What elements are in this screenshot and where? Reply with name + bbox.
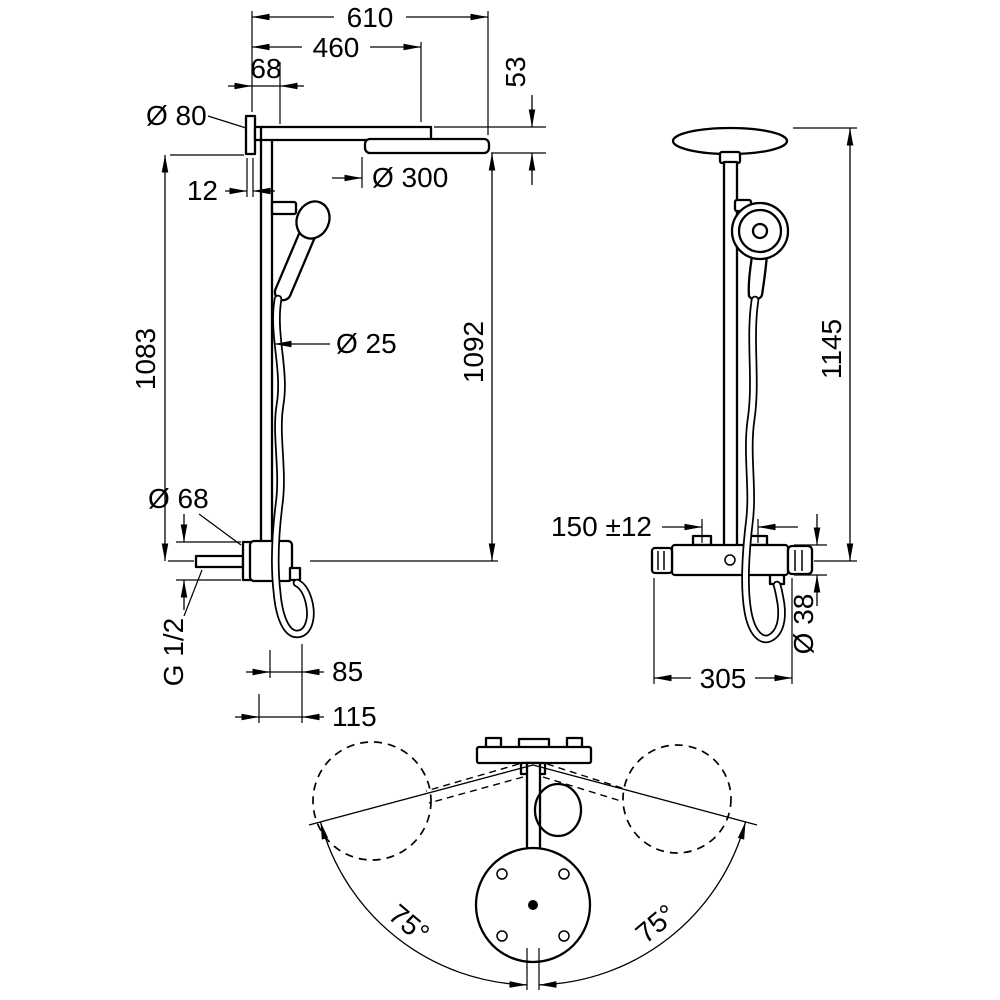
arm-top-view — [525, 761, 542, 857]
head-center — [528, 900, 538, 910]
handshower-face-inner — [737, 208, 783, 254]
front-view: 1145 150 ±12 Ø 38 305 — [551, 126, 857, 694]
dia-38-label: Ø 38 — [788, 594, 819, 655]
wall-bracket-top — [475, 745, 593, 765]
thread-g12: G 1/2 — [158, 569, 203, 686]
dim-1092-label: 1092 — [458, 321, 489, 383]
dim-150-label: 150 ±12 — [551, 511, 652, 542]
dim-12-label: 12 — [187, 175, 218, 206]
handshower-face-center — [751, 222, 769, 240]
dim-85: 85 — [246, 644, 363, 723]
dia-300: Ø 300 — [332, 157, 448, 193]
dia-25: Ø 25 — [274, 328, 397, 359]
shower-arm — [259, 125, 433, 142]
dia-300-label: Ø 300 — [372, 162, 448, 193]
thermostat-body — [670, 543, 790, 577]
dim-12: 12 — [187, 158, 275, 206]
dim-460-label: 460 — [313, 32, 360, 63]
swivel-position-left — [312, 741, 432, 861]
dim-1083-label: 1083 — [130, 328, 161, 390]
dim-68-label: 68 — [250, 53, 281, 84]
dim-115: 115 — [235, 694, 377, 732]
angle-right-label: 75° — [630, 898, 682, 949]
handshower-handle-front — [747, 252, 769, 301]
handshower-face-outer — [730, 201, 790, 261]
front-view-drawing — [650, 126, 814, 644]
side-view: 610 460 68 Ø 80 53 — [130, 2, 546, 732]
dia-80: Ø 80 — [146, 100, 247, 131]
dim-68: 68 — [228, 53, 304, 124]
dia-25-label: Ø 25 — [336, 328, 397, 359]
overhead-shower-front — [671, 126, 789, 156]
dim-1083: 1083 — [130, 154, 244, 562]
dim-1145-label: 1145 — [816, 319, 847, 379]
dim-460: 460 — [252, 32, 422, 122]
arm-joint — [533, 782, 583, 838]
dim-150: 150 ±12 — [551, 511, 798, 543]
dia-38: Ø 38 — [788, 514, 827, 654]
dim-305: 305 — [653, 578, 793, 694]
dim-53-label: 53 — [500, 56, 531, 87]
supply-pipe — [194, 554, 245, 569]
dim-53: 53 — [434, 56, 546, 185]
dia-80-label: Ø 80 — [146, 100, 207, 131]
top-view: 75° 75° — [308, 736, 758, 990]
dim-85-label: 85 — [332, 656, 363, 687]
valve-button — [724, 554, 736, 566]
dim-610: 610 — [251, 2, 489, 135]
thermostat-handle-right — [786, 544, 814, 576]
valve-body-side — [248, 539, 294, 583]
dim-305-label: 305 — [700, 663, 747, 694]
dim-610-label: 610 — [347, 2, 394, 33]
dim-115-label: 115 — [332, 701, 377, 732]
riser-pipe — [259, 136, 274, 547]
dia-68-label: Ø 68 — [148, 483, 209, 514]
thermostat-handle-left — [650, 546, 674, 575]
hose-outlet — [288, 566, 302, 582]
swivel-position-right — [622, 744, 732, 854]
overhead-shower — [363, 137, 491, 155]
wall-escutcheon-top — [244, 114, 257, 156]
dia-68: Ø 68 — [148, 483, 242, 610]
angle-left-label: 75° — [383, 898, 435, 949]
handshower-holder — [270, 200, 298, 216]
side-view-drawing — [194, 114, 491, 639]
dim-1092: 1092 — [310, 153, 498, 562]
dim-1145: 1145 — [793, 127, 857, 562]
handshower-head — [295, 200, 331, 240]
thread-label: G 1/2 — [158, 618, 189, 686]
